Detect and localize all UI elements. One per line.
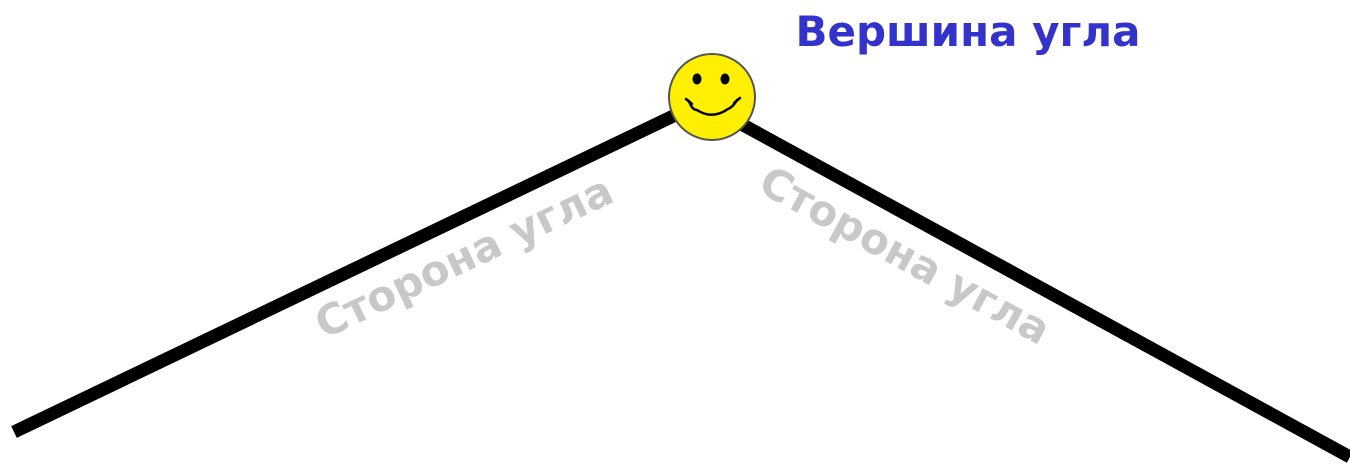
smiley-face-circle — [668, 53, 756, 141]
smiley-face-icon — [668, 53, 756, 141]
smiley-mouth-right-dimple — [732, 96, 742, 105]
smiley-mouth-left-dimple — [684, 97, 694, 106]
left-ray — [11, 102, 693, 438]
vertex-title: Вершина угла — [795, 7, 1140, 56]
smiley-mouth — [687, 98, 739, 116]
side-label-left: Сторона угла — [307, 165, 620, 348]
smiley-right-eye — [720, 73, 730, 85]
smiley-left-eye — [692, 73, 702, 85]
right-ray — [708, 102, 1350, 463]
side-label-right: Сторона угла — [751, 156, 1058, 354]
